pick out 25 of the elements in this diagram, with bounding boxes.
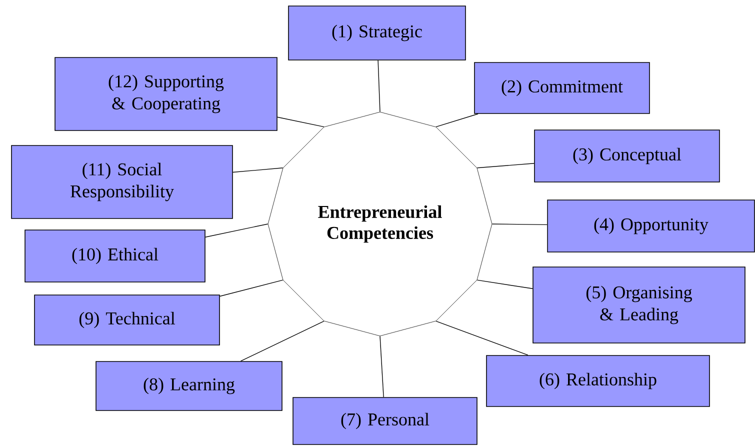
label-box: (3) Conceptual (534, 130, 720, 182)
label-box: (12) Supporting & Cooperating (54, 57, 278, 131)
connector-line (476, 280, 533, 290)
connector-line (436, 320, 528, 356)
label-box: (4) Opportunity (547, 200, 755, 252)
label-box: (11) Social Responsibility (11, 145, 233, 219)
label-box: (10) Ethical (24, 230, 206, 282)
label-box: (7) Personal (292, 397, 478, 445)
label-box: (6) Relationship (486, 355, 710, 407)
label-box: (9) Technical (34, 294, 220, 346)
connector-line (380, 336, 384, 398)
connector-line (378, 60, 380, 112)
connector-line (232, 168, 284, 173)
connector-line (492, 224, 548, 226)
connector-line (205, 224, 268, 238)
label-box: (5) Organising & Leading (532, 266, 746, 344)
connector-line (277, 116, 324, 128)
label-box: (1) Strategic (288, 6, 466, 60)
label-box: (2) Commitment (474, 62, 650, 114)
connector-line (476, 163, 534, 168)
connector-line (436, 114, 478, 128)
connector-line (220, 280, 284, 297)
dodecagon: Entrepreneurial Competencies (268, 112, 492, 336)
connector-line (240, 320, 324, 362)
label-box: (8) Learning (96, 361, 282, 411)
